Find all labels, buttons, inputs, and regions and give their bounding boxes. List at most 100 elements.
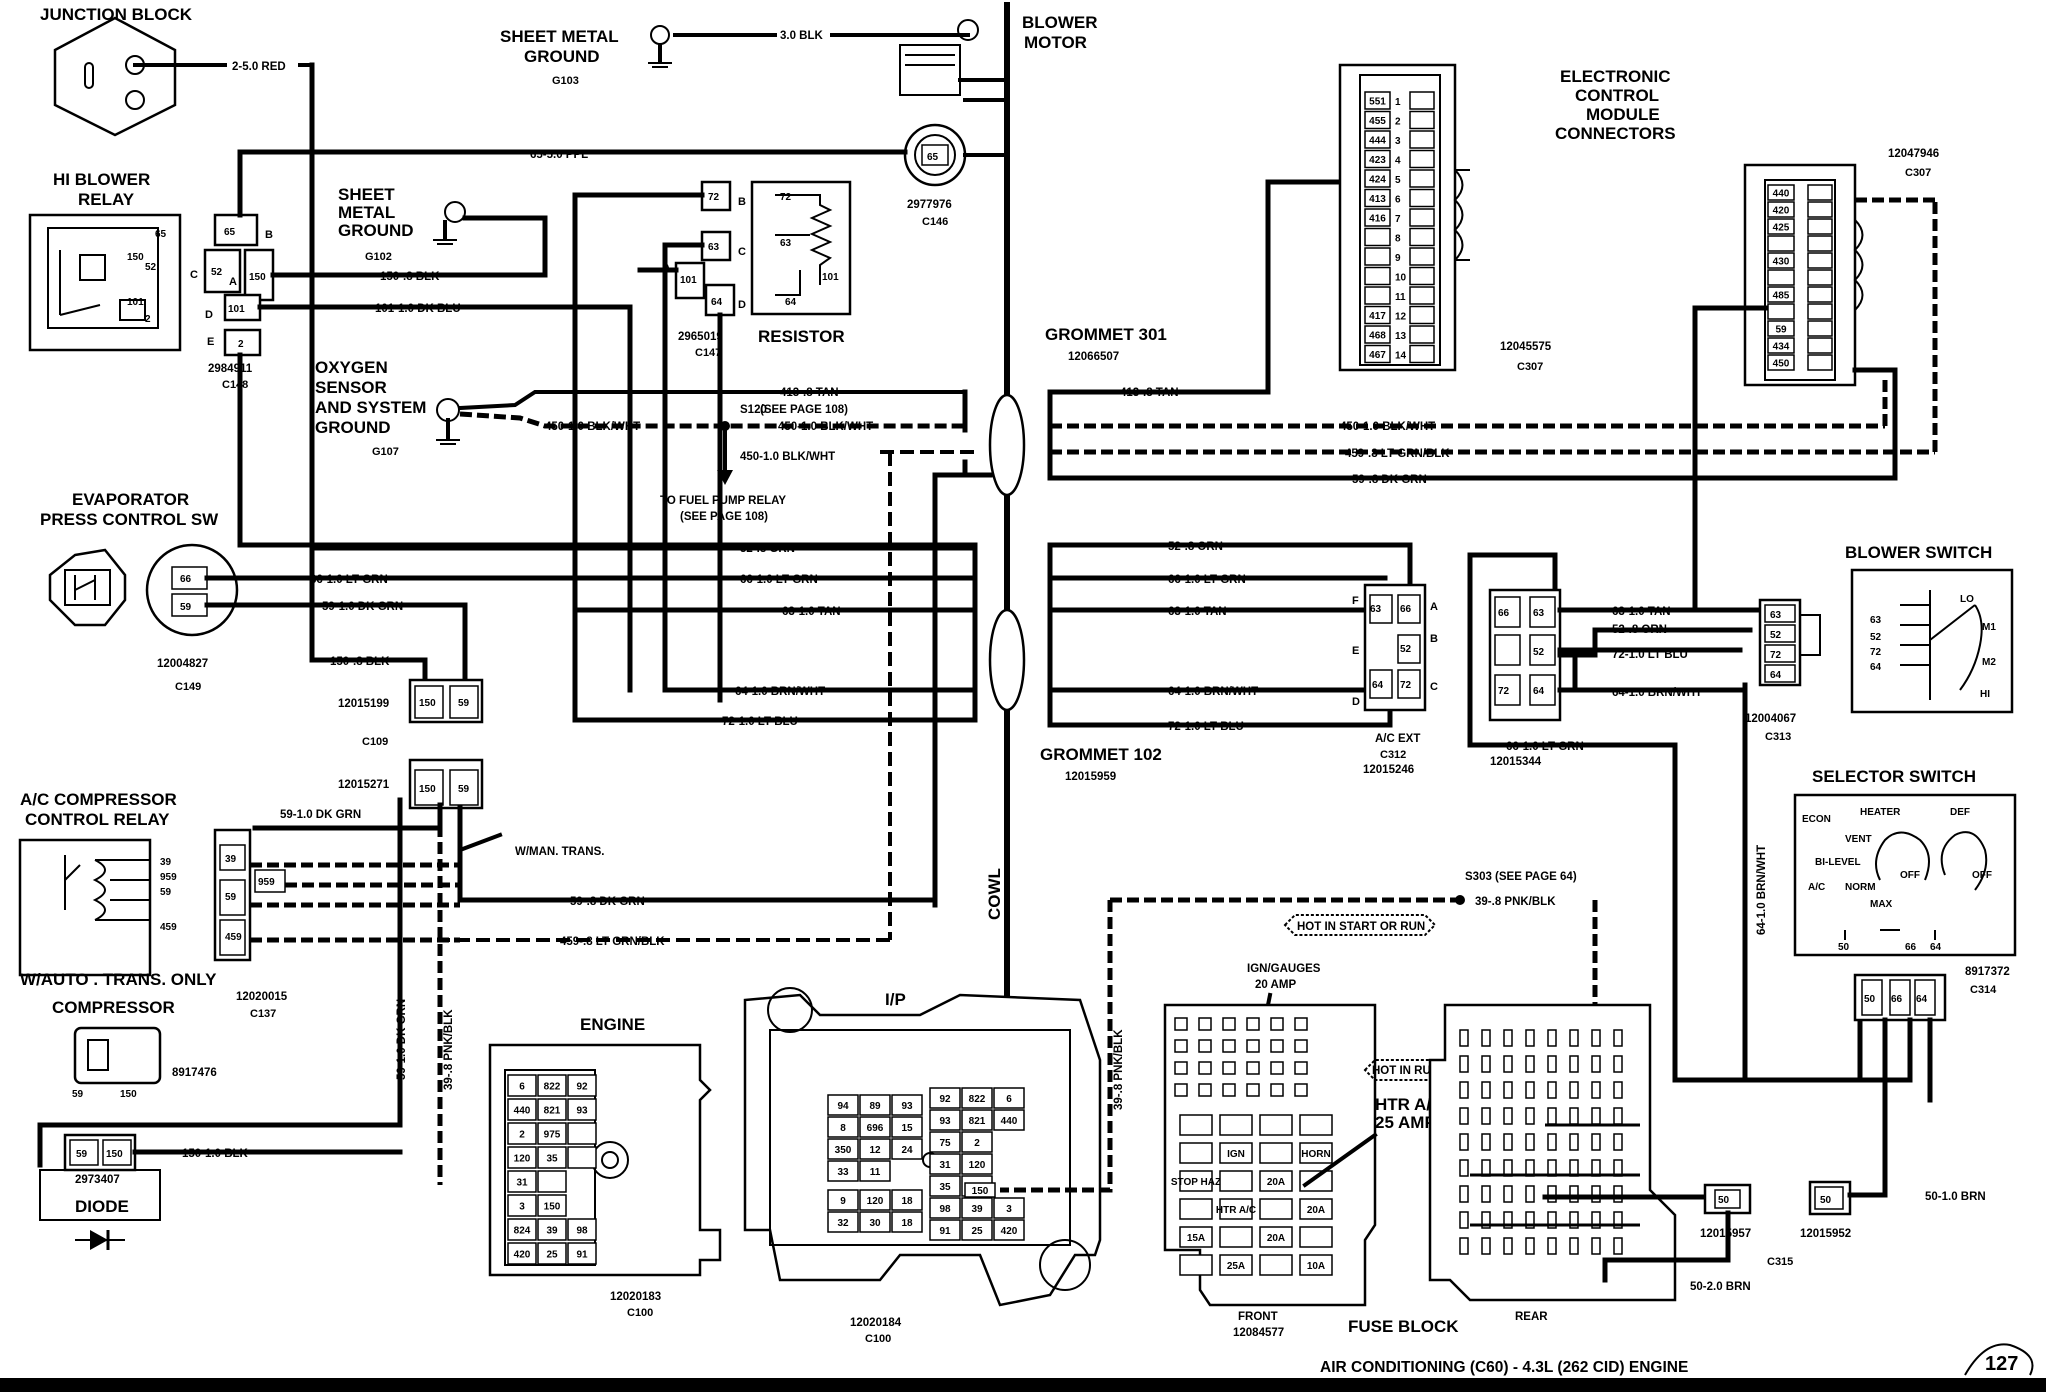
- rear-fuse-cell: [1525, 1185, 1535, 1203]
- svg-text:BI-LEVEL: BI-LEVEL: [1815, 857, 1861, 868]
- svg-text:150: 150: [106, 1149, 123, 1160]
- ip-c100-a-pin: 31: [939, 1160, 951, 1171]
- svg-text:52: 52: [145, 262, 157, 273]
- ecm-left-pin: 413: [1369, 194, 1386, 205]
- ip-c100-b-pin: 12: [869, 1145, 881, 1156]
- front-fuse-cell: [1299, 1142, 1333, 1164]
- svg-text:B: B: [1430, 633, 1438, 645]
- wire-150-diode: 150-1.0 BLK: [182, 1148, 249, 1160]
- rear-fuse-cell: [1459, 1237, 1469, 1255]
- ip-c100-b-cell: [859, 1116, 891, 1138]
- ecm-left-b-cell: [1409, 286, 1435, 305]
- engine-c100-cell: [537, 1194, 567, 1217]
- ip-c100-a-cell: [961, 1109, 993, 1131]
- ip-c100-a-pin: 822: [969, 1094, 986, 1105]
- engine-c100-cell: [537, 1218, 567, 1241]
- rear-fuse-cell: [1459, 1029, 1469, 1047]
- rear-fuse-cell: [1481, 1055, 1491, 1073]
- c313-label: C313: [1765, 731, 1791, 743]
- svg-text:72: 72: [780, 192, 792, 203]
- ecm-l3: MODULE: [1586, 105, 1660, 124]
- svg-text:959: 959: [160, 872, 177, 883]
- ecm-left-pin: 424: [1369, 175, 1386, 186]
- ip-c100-a-pin: 821: [969, 1116, 986, 1127]
- rear-fuse-cell: [1525, 1029, 1535, 1047]
- svg-text:C: C: [1430, 681, 1438, 693]
- rear-fuse-cell: [1569, 1029, 1579, 1047]
- wire-150-blk: 150-.8 BLK: [380, 271, 440, 283]
- ecm-right-cell: [1767, 235, 1795, 252]
- rear-fuse-cell: [1503, 1107, 1513, 1125]
- rear-fuse-cell: [1613, 1211, 1623, 1229]
- rear-fuse-cell: [1525, 1107, 1535, 1125]
- rear-fuse-cell: [1525, 1237, 1535, 1255]
- c109-part: 12015199: [338, 698, 389, 710]
- c146-part: 2977976: [907, 199, 952, 211]
- front-fuse-pin: 20A: [1267, 1177, 1285, 1188]
- wire-150-evap: 150-.8 BLK: [330, 656, 390, 668]
- c12015344-connector: 66 63 52 72 64: [1467, 552, 1562, 748]
- svg-text:52: 52: [1533, 647, 1545, 658]
- wire-65-ppl: 65-5.0 PPL: [530, 149, 588, 161]
- ecm-left-b-cell: [1409, 188, 1435, 208]
- ecm-left-index: 6: [1395, 195, 1401, 206]
- svg-text:101: 101: [680, 275, 697, 286]
- ip-c100-b-pin: 24: [901, 1145, 913, 1156]
- rear-fuse-cell: [1569, 1211, 1579, 1229]
- engine-c100-pin: 420: [514, 1250, 531, 1261]
- front-fuse-pin: 25A: [1227, 1261, 1245, 1272]
- ip-c100-b-cell: [859, 1160, 891, 1182]
- ecm-right-cell: [1767, 303, 1795, 320]
- front-fuse-small-cell: [1246, 1083, 1260, 1097]
- ip-c100-c-cell: [961, 1219, 993, 1241]
- c-12015271-connector: 150 59: [408, 758, 484, 810]
- c313-connector: 63 52 72 64: [1758, 598, 1821, 687]
- engine-c100-cell: [537, 1146, 567, 1169]
- rear-fuse-cell: [1591, 1081, 1601, 1099]
- wire-39-vert: 39-.8 PNK/BLK: [443, 1009, 455, 1090]
- ground-g107: [436, 390, 967, 445]
- front-fuse-small-cell: [1222, 1061, 1236, 1075]
- wire-450-r: 450-1.0 BLK/WHT: [1340, 421, 1435, 433]
- front-fuse-small-cell: [1174, 1017, 1188, 1031]
- ip-c100-a-pin: 93: [939, 1116, 951, 1127]
- ecm-right-cell: [1767, 354, 1795, 371]
- ip-c100-a-cell: [993, 1109, 1025, 1131]
- rear-fuse-cell: [1481, 1211, 1491, 1229]
- front-fuse-cell: [1179, 1226, 1213, 1248]
- hot-start-run: HOT IN START OR RUN: [1297, 921, 1425, 933]
- hi-blower-relay: 65 150 52 101 2: [28, 213, 182, 352]
- ip-c100-c-cell: [827, 1211, 859, 1233]
- engine-c100-pin: 822: [544, 1082, 561, 1093]
- ecm-left-cell: [1364, 305, 1391, 325]
- footer-bar: [0, 1378, 2046, 1392]
- s120-label: S120: [740, 404, 767, 416]
- ecm-right-cell: [1767, 252, 1795, 269]
- rear-fuse-cell: [1591, 1133, 1601, 1151]
- htr-ac-l1: HTR A/C: [1375, 1095, 1443, 1114]
- ecm-left-pin: 455: [1369, 116, 1386, 127]
- front-fuse-cell: [1299, 1254, 1333, 1276]
- grommet-102-shape: [988, 608, 1026, 712]
- svg-text:459: 459: [225, 932, 242, 943]
- rear-fuse-cell: [1481, 1029, 1491, 1047]
- rear-fuse-cell: [1503, 1185, 1513, 1203]
- wire-66-evap: 66-1.0 LT GRN: [310, 574, 388, 586]
- wire-64-r: 64-1.0 BRN/WHT: [1168, 686, 1258, 698]
- ip-c100-a-pin: 120: [969, 1160, 986, 1171]
- ip-c100-a-cell: [929, 1153, 961, 1175]
- front-fuse-small-cell: [1222, 1083, 1236, 1097]
- hot-in-run-box: [1363, 1059, 1457, 1081]
- ip-c100-c-cell: [891, 1189, 923, 1211]
- ecm-left-index: 9: [1395, 253, 1401, 264]
- svg-text:39: 39: [225, 854, 237, 865]
- rear-fuse-grid: [1459, 1029, 1640, 1255]
- ecm-left-b-cell: [1409, 91, 1435, 110]
- wire-64-bs: 64-1.0 BRN/WHT: [1612, 687, 1702, 699]
- wire-64-vert: 64-1.0 BRN/WHT: [1756, 845, 1768, 935]
- compressor: 59 150: [72, 1026, 162, 1100]
- wire-50-r: 50-1.0 BRN: [1925, 1191, 1986, 1203]
- wire-59-vert: 59-1.0 DK GRN: [396, 999, 408, 1080]
